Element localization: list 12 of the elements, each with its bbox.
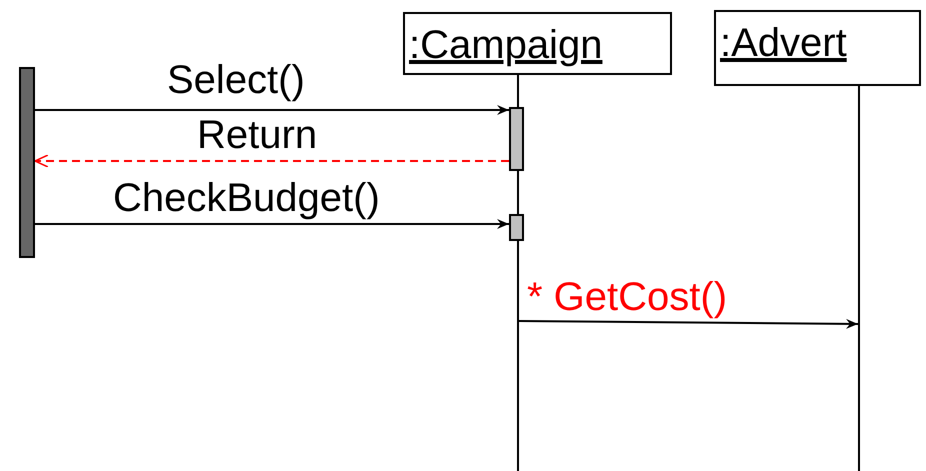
lifeline [858, 86, 860, 471]
message-arrow [34, 154, 509, 168]
object-name: :Advert [720, 20, 847, 66]
message-arrow [35, 219, 509, 229]
message-arrow [519, 318, 858, 329]
activation-bar [509, 214, 524, 241]
object-box [403, 12, 672, 75]
message-arrow [35, 105, 509, 115]
activation-bar [19, 67, 35, 258]
object-name: :Campaign [409, 22, 602, 68]
object-box [714, 10, 921, 86]
activation-bar [509, 107, 524, 171]
